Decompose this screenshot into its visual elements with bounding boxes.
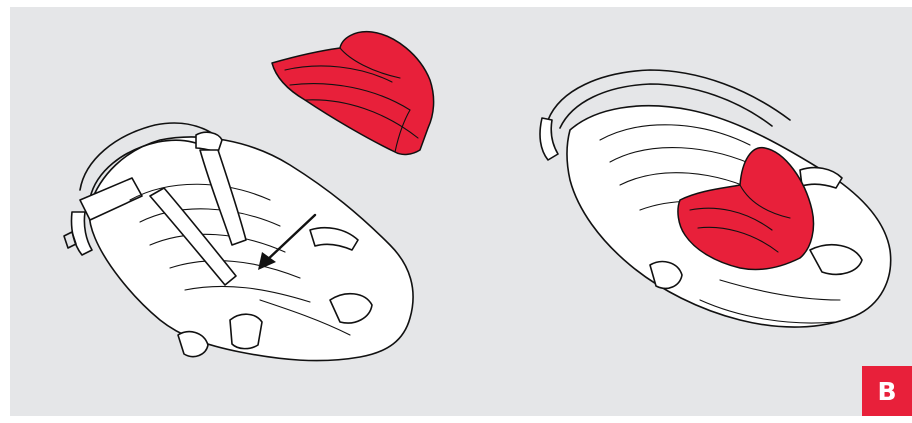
insert-cushion-detached <box>272 32 434 155</box>
infant-carrier-right <box>540 70 891 327</box>
infant-carrier-left <box>64 123 413 361</box>
panel-label-badge: B <box>862 366 912 416</box>
